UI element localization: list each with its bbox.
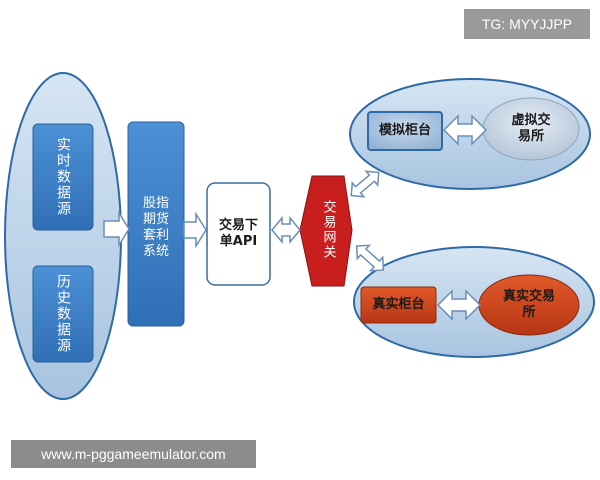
- arrow-system-to-api: [183, 211, 207, 249]
- order-api-label: 交易下 单API: [218, 218, 258, 249]
- real-exchange-label: 真实交易 所: [502, 289, 555, 320]
- arrow-gateway-real: [355, 244, 385, 272]
- order-api-box: [206, 182, 271, 286]
- sim-counter-box: [367, 111, 443, 151]
- virtual-exchange-label: 虚拟交 易所: [511, 113, 551, 144]
- arrow-gateway-sim: [350, 170, 380, 198]
- arrow-sim-pair: [442, 114, 488, 146]
- sim-counter-label: 模拟柜台: [378, 123, 431, 138]
- realtime-data-box: [32, 123, 94, 231]
- arrow-left-to-system: [103, 210, 130, 248]
- system-label: 股指期货套利系统: [142, 196, 169, 259]
- real-counter-box: [360, 286, 437, 324]
- history-data-label: 历史数据源: [55, 274, 71, 354]
- arrow-real-pair: [436, 289, 482, 321]
- real-counter-label: 真实柜台: [372, 297, 425, 312]
- history-data-box: [32, 265, 94, 363]
- watermark-url: www.m-pggameemulator.com: [11, 440, 256, 468]
- gateway-label: 交易网关: [320, 200, 336, 260]
- watermark-tg: TG: MYYJJPP: [464, 9, 590, 39]
- arrow-api-gateway: [271, 215, 301, 245]
- realtime-data-label: 实时数据源: [55, 137, 71, 217]
